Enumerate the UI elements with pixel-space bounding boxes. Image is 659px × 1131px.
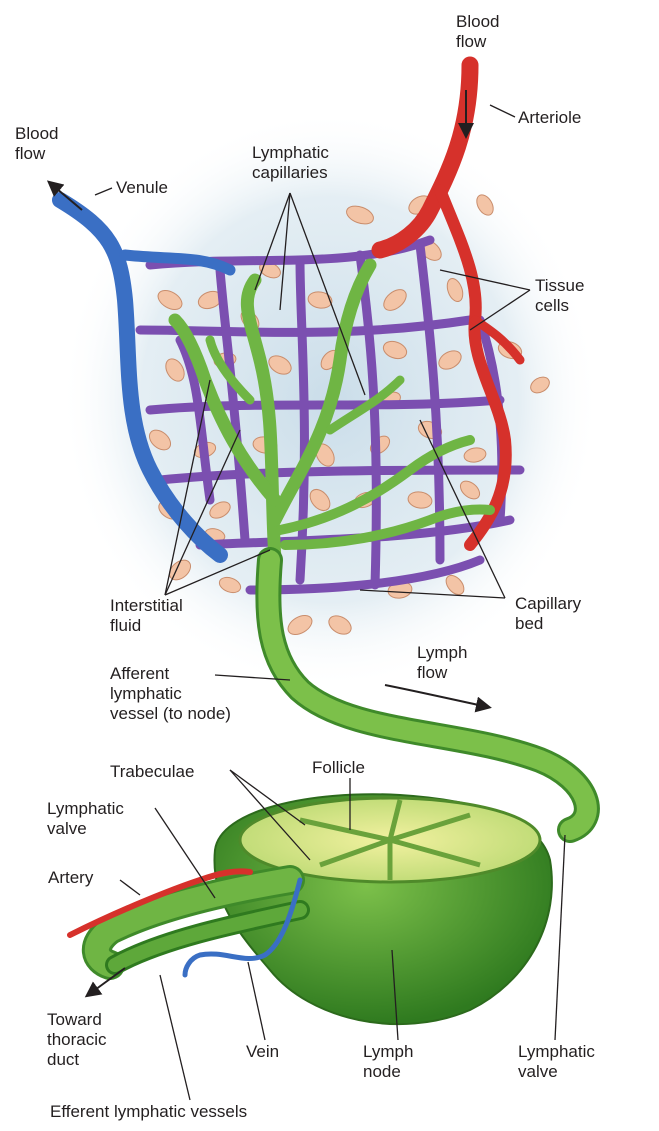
capillary-bed-label: Capillary bed xyxy=(515,594,581,634)
artery-label: Artery xyxy=(48,868,93,888)
tissue-cells-label: Tissue cells xyxy=(535,276,584,316)
follicle-label: Follicle xyxy=(312,758,365,778)
vein-label: Vein xyxy=(246,1042,279,1062)
efferent-lymphatic-vessels-label: Efferent lymphatic vessels xyxy=(50,1102,247,1122)
venule-label: Venule xyxy=(116,178,168,198)
blood-flow-out-label: Blood flow xyxy=(15,124,58,164)
lymph-node-label: Lymph node xyxy=(363,1042,413,1082)
arteriole-label: Arteriole xyxy=(518,108,581,128)
lymphatic-valve-left-label: Lymphatic valve xyxy=(47,799,124,839)
lymph-flow-arrow xyxy=(385,685,488,707)
trabeculae-label: Trabeculae xyxy=(110,762,194,782)
afferent-lymphatic-vessel-label: Afferent lymphatic vessel (to node) xyxy=(110,664,231,724)
lymphatic-valve-right-label: Lymphatic valve xyxy=(518,1042,595,1082)
blood-flow-in-label: Blood flow xyxy=(456,12,499,52)
toward-thoracic-duct-label: Toward thoracic duct xyxy=(47,1010,107,1070)
interstitial-fluid-label: Interstitial fluid xyxy=(110,596,183,636)
lymph-flow-label: Lymph flow xyxy=(417,643,467,683)
lymphatic-capillaries-label: Lymphatic capillaries xyxy=(252,143,329,183)
